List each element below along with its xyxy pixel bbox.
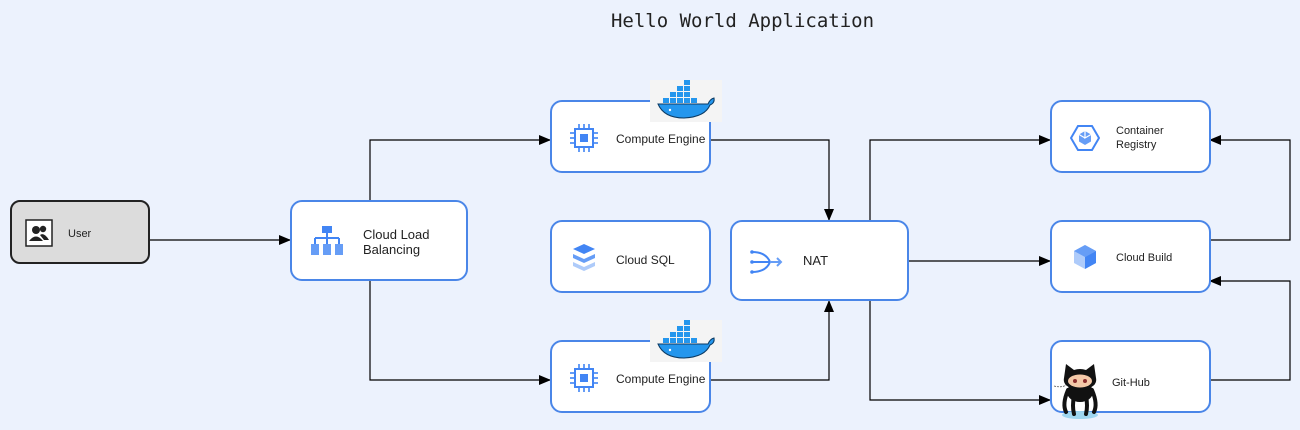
- edge-lb-to-compute-bottom: [369, 281, 551, 385]
- edge-nat-to-github: [869, 301, 1051, 405]
- container-registry-node[interactable]: Container Registry: [1050, 100, 1211, 173]
- load-balancing-icon: [311, 226, 343, 255]
- compute-engine-bottom-label: Compute Engine: [616, 372, 706, 386]
- cloud-build-label: Cloud Build: [1116, 252, 1173, 264]
- edge-lb-to-compute-top: [369, 135, 551, 200]
- github-octocat-icon: [1053, 364, 1098, 419]
- edge-github-to-build: [1209, 276, 1291, 381]
- nat-icon: [750, 250, 783, 274]
- cloud-build-node[interactable]: Cloud Build: [1050, 220, 1211, 293]
- nat-label: NAT: [803, 253, 829, 268]
- cloud-build-icon: [1074, 245, 1096, 269]
- nat-node[interactable]: NAT: [730, 220, 909, 301]
- cloud-sql-icon: [573, 244, 595, 271]
- container-registry-label: Container Registry: [1116, 125, 1164, 151]
- cloud-load-balancing-label: Cloud Load Balancing: [363, 227, 430, 257]
- compute-engine-top-label: Compute Engine: [616, 132, 706, 146]
- compute-engine-icon: [570, 364, 598, 392]
- container-registry-icon: [1070, 125, 1100, 151]
- docker-whale-icon: [650, 320, 722, 362]
- users-icon: [25, 219, 53, 247]
- docker-whale-icon: [650, 80, 722, 122]
- cloud-load-balancing-node[interactable]: Cloud Load Balancing: [290, 200, 468, 281]
- compute-engine-icon: [570, 124, 598, 152]
- edge-compute-bottom-to-nat: [711, 300, 834, 381]
- cloud-sql-node[interactable]: Cloud SQL: [550, 220, 711, 293]
- diagram-title: Hello World Application: [610, 10, 875, 32]
- edge-nat-to-registry: [869, 135, 1051, 220]
- github-label: Git-Hub: [1112, 377, 1150, 389]
- edge-compute-top-to-nat: [711, 139, 834, 221]
- user-label: User: [68, 228, 92, 240]
- cloud-sql-label: Cloud SQL: [616, 253, 675, 267]
- user-node[interactable]: User: [10, 200, 150, 264]
- edge-build-to-registry: [1209, 135, 1291, 241]
